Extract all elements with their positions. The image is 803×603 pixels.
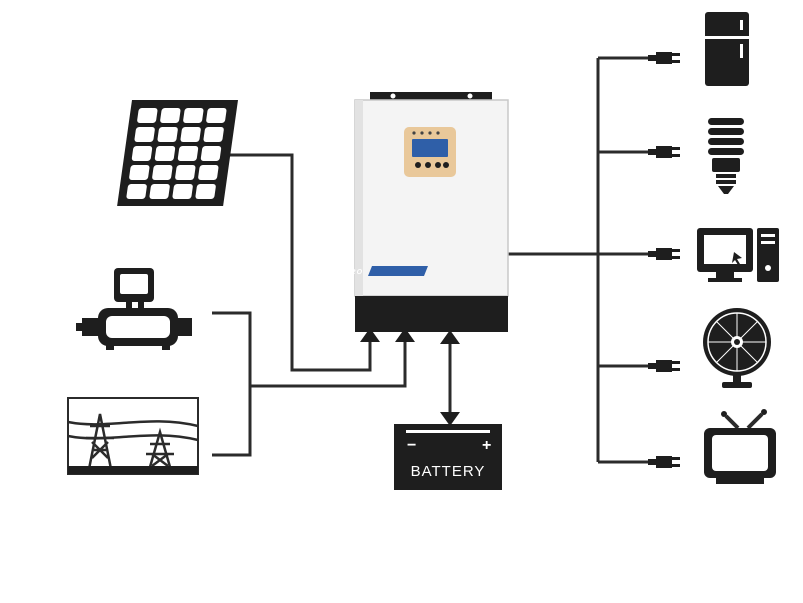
arrow-up-icon xyxy=(440,330,460,344)
plug-icon xyxy=(648,52,680,64)
cfl-bulb-icon xyxy=(708,118,744,194)
battery-label: BATTERY xyxy=(411,463,486,480)
plug-icon xyxy=(648,248,680,260)
arrows xyxy=(360,328,460,426)
panel-buttons xyxy=(415,162,449,168)
arrow-up-icon xyxy=(360,328,380,342)
arrow-up-icon xyxy=(395,328,415,342)
generator-wire xyxy=(212,311,252,457)
generator-icon xyxy=(76,268,192,350)
fan-icon xyxy=(703,308,771,388)
plug-icon xyxy=(648,456,680,468)
inverter-unit: URAYZERO xyxy=(314,92,509,332)
inverter-base xyxy=(355,296,508,332)
battery-icon: − + BATTERY xyxy=(394,424,502,490)
solar-panel-icon xyxy=(117,100,238,206)
tv-icon xyxy=(704,409,776,484)
brand-bar xyxy=(368,266,428,276)
plugs xyxy=(648,52,680,468)
computer-icon xyxy=(697,228,779,282)
plug-icon xyxy=(648,146,680,158)
power-tower-icon xyxy=(67,397,199,475)
plug-icon xyxy=(648,360,680,372)
svg-text:−: − xyxy=(407,437,416,454)
lcd-display xyxy=(412,139,448,157)
refrigerator-icon xyxy=(705,12,749,86)
mounting-bracket xyxy=(370,92,492,101)
solar-wire xyxy=(217,153,372,372)
brand-name: URAYZERO xyxy=(314,269,364,276)
grid-wire xyxy=(250,338,407,388)
arrow-down-icon xyxy=(440,412,460,426)
wiring xyxy=(212,56,648,464)
svg-text:+: + xyxy=(482,437,491,454)
